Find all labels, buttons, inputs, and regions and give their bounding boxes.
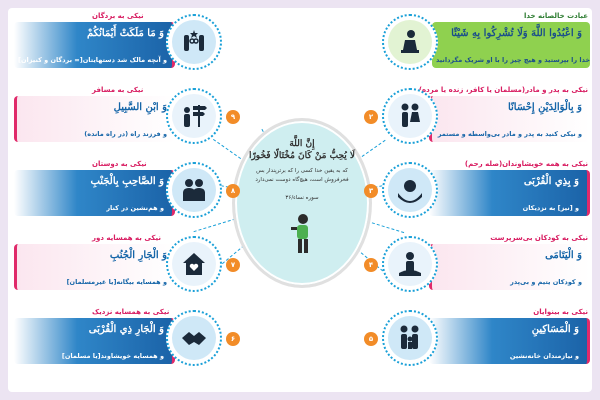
center-line2: لَا يُحِبُّ مَنْ كَانَ مُخْتَالًا فَخُور… <box>248 151 356 161</box>
item-orphans: وَ الْيَتَامَى و كودكان يتيم و بی‌پدر ني… <box>364 234 590 292</box>
item-number: ۹ <box>226 110 240 124</box>
item-arabic: وَ الْمَسَاكِينِ <box>531 324 579 335</box>
center-translation: كه به يقين خدا كسی را كه برترپندار بس فخ… <box>255 168 349 183</box>
item-near-neighbor: وَ الْجَارِ ذِي الْقُرْبَى و همسايه خويش… <box>14 308 240 366</box>
item-friends: وَ الصَّاحِبِ بِالْجَنْبِ و هم‌نشين در ك… <box>14 160 240 218</box>
item-title: نيكی به همه خويشاوندان(صله رحم) <box>464 160 588 168</box>
broken-chains-icon <box>184 30 204 51</box>
item-translation: و فرزند راه (در راه مانده) <box>84 130 167 138</box>
center-line1: إِنَّ اللَّهَ <box>289 139 315 149</box>
center-source: سوره نساء/۳۶ <box>285 195 319 201</box>
item-title: نيكی به كودكان بی‌سرپرست <box>490 234 588 242</box>
orphan-icon <box>399 252 421 276</box>
item-number: ۳ <box>364 184 378 198</box>
item-arabic: وَ الصَّاحِبِ بِالْجَنْبِ <box>90 176 164 187</box>
item-arabic: وَ الْجَارِ ذِي الْقُرْبَى <box>88 324 164 335</box>
item-circle <box>166 310 222 366</box>
item-arabic: وَ بِذِي الْقُرْبَى <box>523 176 579 187</box>
item-circle <box>382 236 438 292</box>
item-number: ۷ <box>226 258 240 272</box>
item-circle <box>166 88 222 144</box>
item-translation: و نيكی كنيد به پدر و مادر بی‌واسطه و مست… <box>437 130 582 138</box>
item-card: وَ الْجَارِ الْجُنُبِ و همسايه بيگانه[يا… <box>14 244 175 290</box>
item-arabic: وَ الْيَتَامَى <box>545 250 582 261</box>
item-traveler: وَ ابْنِ السَّبِيلِ و فرزند راه (در راه … <box>14 86 240 144</box>
item-circle <box>166 162 222 218</box>
item-arabic: وَ مَا مَلَكَتْ أَيْمَانُكُمْ <box>86 28 164 39</box>
item-parents: وَ بِالْوَالِدَيْنِ إِحْسَانًا و نيكی كن… <box>364 86 590 144</box>
item-circle <box>382 14 438 70</box>
item-translation: و كودكان يتيم و بی‌پدر <box>510 278 582 286</box>
item-relatives: وَ بِذِي الْقُرْبَى و [نيز] به نزديكان ن… <box>364 160 590 218</box>
item-circle <box>166 236 222 292</box>
item-card: وَ ابْنِ السَّبِيلِ و فرزند راه (در راه … <box>14 96 175 142</box>
item-title: نيكی به دوستان <box>92 160 147 168</box>
handshake-icon <box>182 332 206 345</box>
item-arabic: وَ بِالْوَالِدَيْنِ إِحْسَانًا <box>507 102 582 113</box>
item-circle <box>382 310 438 366</box>
item-translation: و هم‌نشين در كنار <box>106 204 164 212</box>
item-translation: و [نيز] به نزديكان <box>522 204 579 212</box>
item-needy: وَ الْمَسَاكِينِ و نيازمندان خانه‌نشين ن… <box>364 308 590 366</box>
item-circle <box>382 88 438 144</box>
friends-icon <box>183 179 205 201</box>
item-title: نيكی به همسايه نزديک <box>92 308 170 316</box>
item-title: نيكی به بردگان <box>92 12 144 20</box>
item-number: ۶ <box>226 332 240 346</box>
item-card: وَ الْجَارِ ذِي الْقُرْبَى و همسايه خويش… <box>14 318 175 364</box>
item-translation: و آنچه مالک شد دستهايتان[= بردگان و كنيز… <box>18 56 168 64</box>
center-verse: إِنَّ اللَّهَ لَا يُحِبُّ مَنْ كَانَ مُخ… <box>232 118 372 288</box>
item-number: ۵ <box>364 332 378 346</box>
item-circle <box>382 162 438 218</box>
item-translation: و نيازمندان خانه‌نشين <box>509 352 579 360</box>
item-title: نيكی به بينوايان <box>533 308 588 316</box>
traveler-icon <box>184 105 207 127</box>
item-far-neighbor: وَ الْجَارِ الْجُنُبِ و همسايه بيگانه[يا… <box>14 234 240 292</box>
item-number: ۴ <box>364 258 378 272</box>
item-card: وَ الْيَتَامَى و كودكان يتيم و بی‌پدر <box>429 244 590 290</box>
item-translation: و همسايه خويشاوند[يا مسلمان] <box>61 352 164 360</box>
house-heart-icon <box>183 253 205 275</box>
hands-heart-icon <box>398 180 422 203</box>
item-arabic: وَ اعْبُدُوا اللَّهَ وَلَا تُشْرِكُوا بِ… <box>451 28 582 39</box>
item-title: نيكی به همسايه دور <box>92 234 161 242</box>
prayer-icon <box>401 30 419 53</box>
item-title: عبادت خالصانه خدا <box>524 12 588 20</box>
proud-person-icon <box>291 214 308 253</box>
item-number: ۸ <box>226 184 240 198</box>
item-card: وَ اعْبُدُوا اللَّهَ وَلَا تُشْرِكُوا بِ… <box>432 22 590 68</box>
parents-icon <box>401 103 420 127</box>
item-translation: و خدا را بپرستيد و هيچ چيز را با او شريک… <box>436 56 590 64</box>
item-worship: وَ اعْبُدُوا اللَّهَ وَلَا تُشْرِكُوا بِ… <box>382 12 590 70</box>
item-card: وَ بِالْوَالِدَيْنِ إِحْسَانًا و نيكی كن… <box>429 96 590 142</box>
item-card: وَ مَا مَلَكَتْ أَيْمَانُكُمْ و آنچه مال… <box>14 22 175 68</box>
family-icon <box>400 325 419 349</box>
item-arabic: وَ الْجَارِ الْجُنُبِ <box>109 250 167 261</box>
item-arabic: وَ ابْنِ السَّبِيلِ <box>113 102 167 113</box>
item-circle <box>166 14 222 70</box>
item-number: ۲ <box>364 110 378 124</box>
item-card: وَ الْمَسَاكِينِ و نيازمندان خانه‌نشين <box>429 318 590 364</box>
item-title: نيكی به پدر و مادر(مسلمان يا كافر، زنده … <box>418 86 588 94</box>
item-title: نيكی به مسافر <box>92 86 144 94</box>
item-slaves: وَ مَا مَلَكَتْ أَيْمَانُكُمْ و آنچه مال… <box>14 12 222 70</box>
item-card: وَ الصَّاحِبِ بِالْجَنْبِ و هم‌نشين در ك… <box>14 170 175 216</box>
item-translation: و همسايه بيگانه[يا غيرمسلمان] <box>66 278 167 286</box>
item-card: وَ بِذِي الْقُرْبَى و [نيز] به نزديكان <box>429 170 590 216</box>
